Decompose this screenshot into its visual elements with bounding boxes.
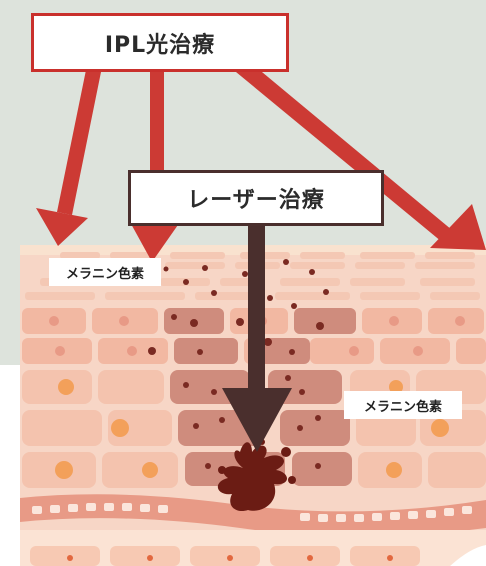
- melanin-label-upper: メラニン色素: [49, 258, 161, 286]
- laser-treatment-label: レーザー治療: [128, 170, 384, 226]
- dermis: [20, 530, 486, 566]
- ipl-arrows: [36, 62, 486, 262]
- melanin-label-lower: メラニン色素: [344, 391, 462, 419]
- ipl-treatment-label: IPL光治療: [31, 13, 289, 72]
- ipl-arrow-left-icon: [36, 70, 101, 246]
- ipl-arrow-middle-icon: [130, 70, 180, 262]
- pigmented-cells: [164, 308, 356, 486]
- melanin-dots: [148, 259, 329, 469]
- ipl-arrow-right-icon: [236, 62, 486, 250]
- basal-layer: [20, 494, 486, 537]
- laser-arrow-down-icon: [222, 226, 292, 452]
- lower-cells: [22, 370, 486, 488]
